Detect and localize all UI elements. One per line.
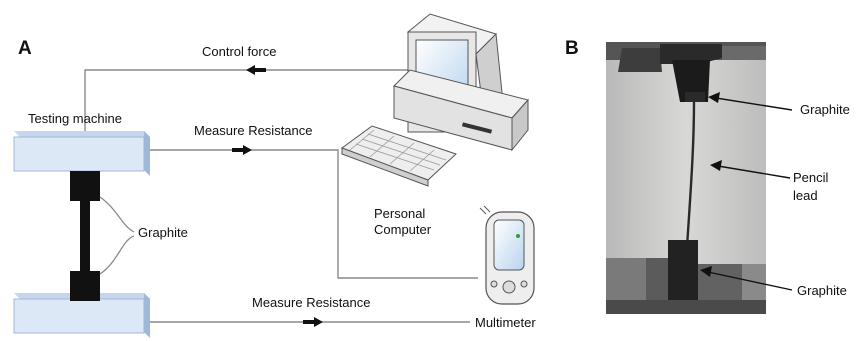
label-control-force: Control force: [202, 44, 277, 59]
multimeter-device-icon: [479, 205, 535, 305]
panel-letter-b: B: [565, 38, 579, 59]
arrow-measure-top: [232, 145, 252, 155]
specimen-photo: [606, 42, 766, 314]
graphite-pointer-lines: [99, 196, 135, 275]
label-photo-pencil: Pencil: [793, 170, 829, 185]
label-graphite: Graphite: [138, 225, 188, 240]
label-photo-graphite-top: Graphite: [800, 102, 850, 117]
label-multimeter: Multimeter: [475, 315, 536, 330]
label-personal: Personal: [374, 206, 426, 221]
arrow-control-force: [246, 65, 266, 75]
label-photo-lead: lead: [793, 188, 818, 203]
specimen: [70, 171, 100, 301]
wire-control-force: [84, 69, 420, 133]
label-measure-resistance-top: Measure Resistance: [194, 123, 313, 138]
arrow-measure-bottom: [303, 317, 323, 327]
panel-letter-a: A: [18, 38, 32, 59]
label-measure-resistance-bottom: Measure Resistance: [252, 295, 371, 310]
desktop-computer-icon: [340, 13, 529, 187]
label-testing-machine: Testing machine: [28, 111, 122, 126]
top-clamp: [13, 131, 150, 176]
label-computer: Computer: [374, 222, 432, 237]
photo-arrows: [700, 92, 793, 291]
label-photo-graphite-bottom: Graphite: [797, 283, 847, 298]
